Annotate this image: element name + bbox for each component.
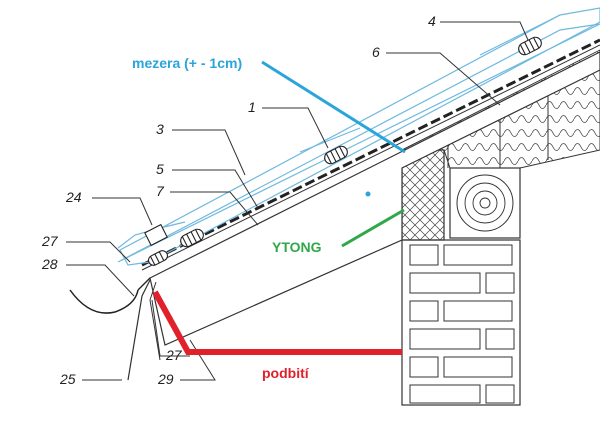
- label-7: 7: [156, 183, 165, 199]
- tile-battens: [144, 36, 542, 266]
- label-29: 29: [157, 371, 174, 387]
- label-27-top: 27: [41, 233, 59, 249]
- number-labels: 4 6 1 3 5 7 24 27 28 25 27 29: [41, 13, 436, 387]
- ytong-annotation: YTONG: [272, 208, 405, 255]
- leader-lines: [66, 21, 529, 381]
- label-4: 4: [428, 13, 436, 29]
- label-25: 25: [59, 371, 76, 387]
- gutter: [69, 277, 151, 314]
- gap-annotation: mezera (+ - 1cm): [132, 55, 406, 197]
- gap-annotation-text: mezera (+ - 1cm): [132, 55, 242, 71]
- soffit-annotation: podbití: [152, 290, 402, 381]
- label-3: 3: [156, 121, 164, 137]
- label-24: 24: [65, 189, 82, 205]
- fascia-board: [127, 279, 161, 381]
- label-6: 6: [372, 44, 380, 60]
- label-1: 1: [248, 99, 256, 115]
- label-28: 28: [41, 256, 58, 272]
- brick-wall: [401, 239, 521, 406]
- wall-plate-beam: [449, 167, 521, 239]
- soffit-annotation-text: podbití: [262, 365, 310, 381]
- label-27-bottom: 27: [165, 347, 183, 363]
- label-5: 5: [156, 161, 164, 177]
- ytong-annotation-text: YTONG: [272, 239, 322, 255]
- rafter: [149, 51, 600, 346]
- roof-membrane: [141, 38, 600, 271]
